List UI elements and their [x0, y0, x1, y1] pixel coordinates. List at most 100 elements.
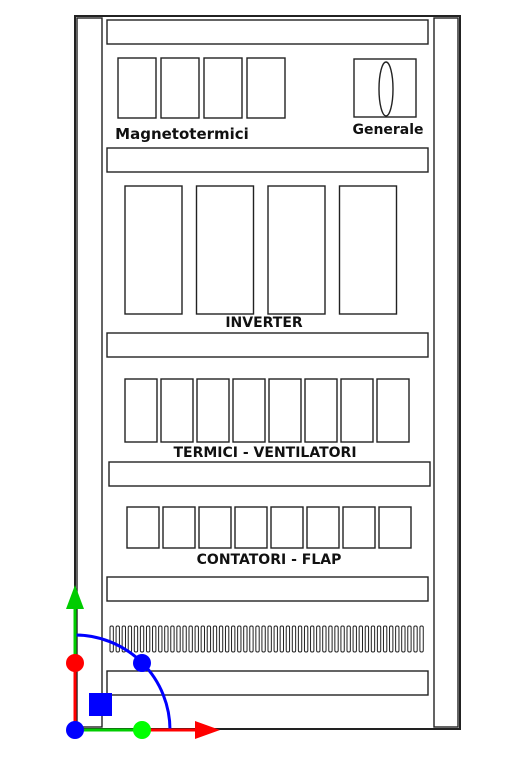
vent-slot: [352, 625, 357, 653]
y-axis-arrow[interactable]: [66, 585, 84, 609]
contatori-group: [126, 506, 412, 549]
vent-slot: [279, 625, 284, 653]
inverter-group: [124, 185, 398, 315]
vent-slot: [152, 625, 157, 653]
label-generale: Generale: [352, 122, 424, 138]
vent-slot: [334, 625, 339, 653]
din-rail-6: [106, 670, 429, 696]
contatore-2: [162, 506, 196, 549]
vent-slot: [413, 625, 418, 653]
magnetotermico-1: [117, 57, 157, 119]
magnetotermico-3: [203, 57, 243, 119]
vent-slot: [182, 625, 187, 653]
x-axis-arrow[interactable]: [195, 721, 220, 739]
vent-slot: [188, 625, 193, 653]
vent-slot: [340, 625, 345, 653]
vent-slot: [389, 625, 394, 653]
termico-7: [340, 378, 374, 443]
din-rail-2: [106, 147, 429, 173]
vent-slot: [316, 625, 321, 653]
din-rail-5: [106, 576, 429, 602]
contatore-4: [234, 506, 268, 549]
main-switch-knob: [378, 61, 394, 117]
vent-slot: [133, 625, 139, 653]
vent-slot: [310, 625, 315, 653]
vent-slot: [273, 625, 278, 653]
vent-slot: [212, 625, 218, 653]
vent-slot: [376, 625, 382, 653]
vent-slot: [194, 625, 199, 653]
vent-slot: [127, 625, 133, 653]
arc-handle[interactable]: [133, 654, 151, 672]
din-rail-3: [106, 332, 429, 358]
vent-slot: [200, 625, 205, 653]
label-termici-ventilatori: TERMICI - VENTILATORI: [173, 445, 357, 461]
origin-handle[interactable]: [66, 721, 84, 739]
label-contatori-flap: CONTATORI - FLAP: [196, 552, 342, 568]
vent-slot: [267, 625, 272, 653]
y-handle[interactable]: [66, 654, 84, 672]
vent-slot: [121, 625, 126, 653]
vent-slot: [370, 625, 376, 653]
termico-2: [160, 378, 194, 443]
vent-slot: [139, 625, 145, 653]
termico-1: [124, 378, 158, 443]
vent-slot: [328, 625, 333, 653]
label-inverter: INVERTER: [225, 315, 303, 331]
vent-slot: [346, 625, 351, 653]
vent-slot: [358, 625, 363, 653]
vent-slot: [176, 625, 181, 653]
inverter-3: [267, 185, 326, 315]
vent-slot: [243, 625, 248, 653]
vent-slot: [407, 625, 412, 653]
plane-handle[interactable]: [89, 693, 112, 716]
din-rail-4: [108, 461, 431, 487]
vent-slot: [395, 625, 400, 653]
magnetotermico-2: [160, 57, 200, 119]
right-door-frame: [433, 17, 459, 728]
inverter-1: [124, 185, 183, 315]
left-door-frame: [76, 17, 103, 728]
contatore-1: [126, 506, 160, 549]
vent-slot: [291, 625, 297, 653]
vent-slot: [145, 625, 151, 653]
axis-gizmo[interactable]: [66, 585, 220, 739]
magnetotermici-group: [117, 57, 286, 119]
vent-slot: [322, 625, 327, 653]
magnetotermico-4: [246, 57, 286, 119]
termico-3: [196, 378, 230, 443]
contatore-8: [378, 506, 412, 549]
vent-slot: [206, 625, 212, 653]
vent-slot: [237, 625, 242, 653]
x-handle[interactable]: [133, 721, 151, 739]
vent-slot: [382, 625, 388, 653]
termici-group: [124, 378, 410, 443]
label-magnetotermici: Magnetotermici: [115, 125, 249, 143]
contatore-5: [270, 506, 304, 549]
vent-slot: [285, 625, 291, 653]
contatore-6: [306, 506, 340, 549]
vent-slot: [303, 625, 309, 653]
contatore-3: [198, 506, 232, 549]
vent-slot: [364, 625, 370, 653]
vent-slot: [109, 625, 114, 653]
vent-slots: [109, 625, 424, 653]
inverter-2: [195, 185, 255, 315]
vent-slot: [218, 625, 224, 653]
contatore-7: [342, 506, 376, 549]
vent-slot: [231, 625, 236, 653]
vent-slot: [164, 625, 169, 653]
inverter-4: [338, 185, 398, 315]
vent-slot: [170, 625, 175, 653]
vent-slot: [115, 625, 120, 653]
vent-slot: [261, 625, 266, 653]
cabinet-outline: [74, 15, 461, 730]
main-switch: [353, 58, 417, 118]
termico-4: [232, 378, 266, 443]
vent-slot: [401, 625, 406, 653]
vent-slot: [297, 625, 303, 653]
vent-slot: [255, 625, 260, 653]
vent-slot: [419, 625, 424, 653]
vent-slot: [224, 625, 230, 653]
